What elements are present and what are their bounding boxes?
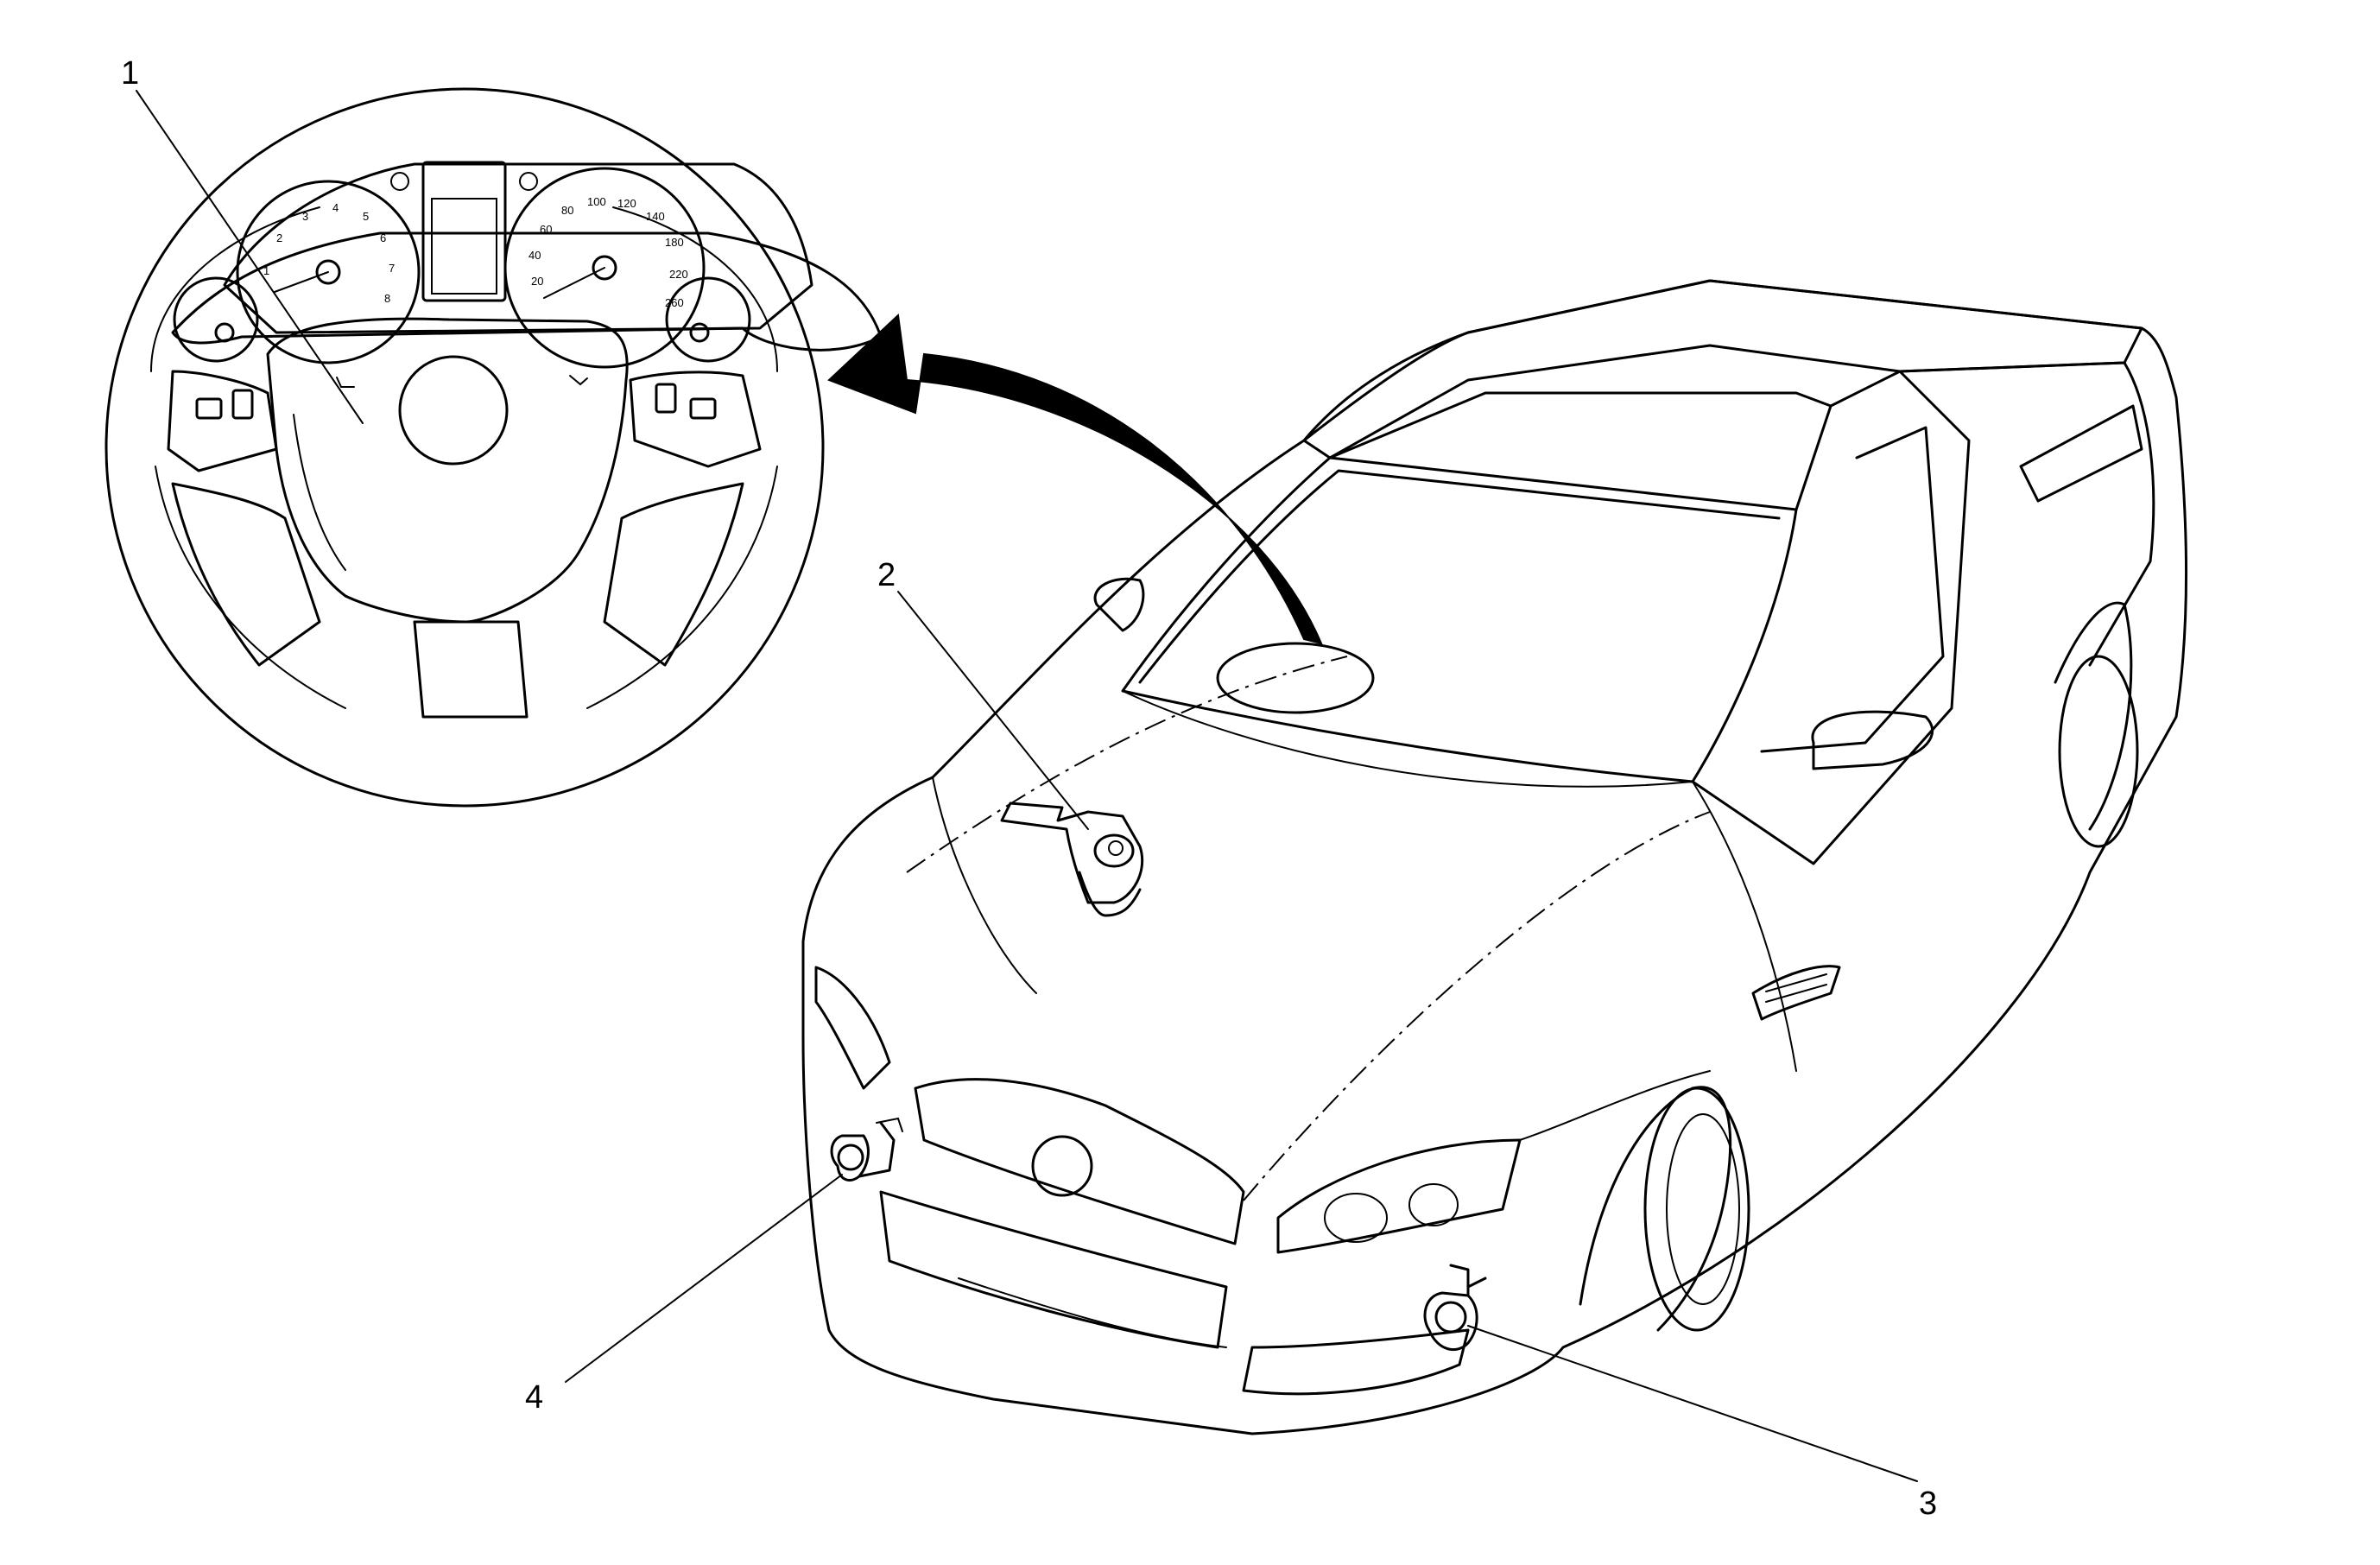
- speedometer-scale: 20 40 60 80 100 120 140 180 220 260: [529, 195, 688, 309]
- vehicle-illustration: [801, 279, 2188, 1435]
- right-horn: [1423, 1264, 1487, 1351]
- speedo-num-260: 260: [665, 296, 684, 309]
- callout-leaders: [136, 90, 1918, 1482]
- steering-wheel-inset: [104, 87, 883, 808]
- tach-num-3: 3: [302, 210, 308, 223]
- speedo-num-120: 120: [617, 197, 636, 210]
- callout-1: 1: [121, 55, 139, 92]
- speedo-num-80: 80: [561, 204, 573, 217]
- speedo-num-140: 140: [646, 210, 665, 223]
- zoom-arrow: [827, 313, 1323, 645]
- tachometer-scale: 1 2 3 4 5 6 7 8: [263, 201, 395, 305]
- speedo-num-220: 220: [669, 268, 688, 281]
- tach-num-4: 4: [332, 201, 339, 214]
- callout-labels: 1 2 3 4: [121, 55, 1937, 1522]
- speedo-num-40: 40: [529, 249, 541, 262]
- speedo-num-20: 20: [531, 275, 543, 288]
- callout-4: 4: [525, 1379, 543, 1416]
- speedo-num-100: 100: [587, 195, 606, 208]
- tach-num-5: 5: [363, 210, 369, 223]
- leader-4: [565, 1174, 843, 1383]
- tach-num-7: 7: [389, 262, 395, 275]
- speedo-num-60: 60: [540, 223, 552, 236]
- callout-2: 2: [877, 557, 896, 593]
- tach-num-1: 1: [263, 264, 269, 277]
- tach-num-6: 6: [380, 231, 386, 244]
- leader-1: [136, 90, 364, 424]
- leader-2: [897, 591, 1089, 830]
- left-horn: [830, 1117, 903, 1182]
- horn-relay: [1000, 802, 1144, 917]
- leader-3: [1467, 1325, 1918, 1482]
- speedo-num-180: 180: [665, 236, 684, 249]
- tach-num-2: 2: [276, 231, 282, 244]
- callout-3: 3: [1919, 1486, 1937, 1522]
- tach-num-8: 8: [384, 292, 390, 305]
